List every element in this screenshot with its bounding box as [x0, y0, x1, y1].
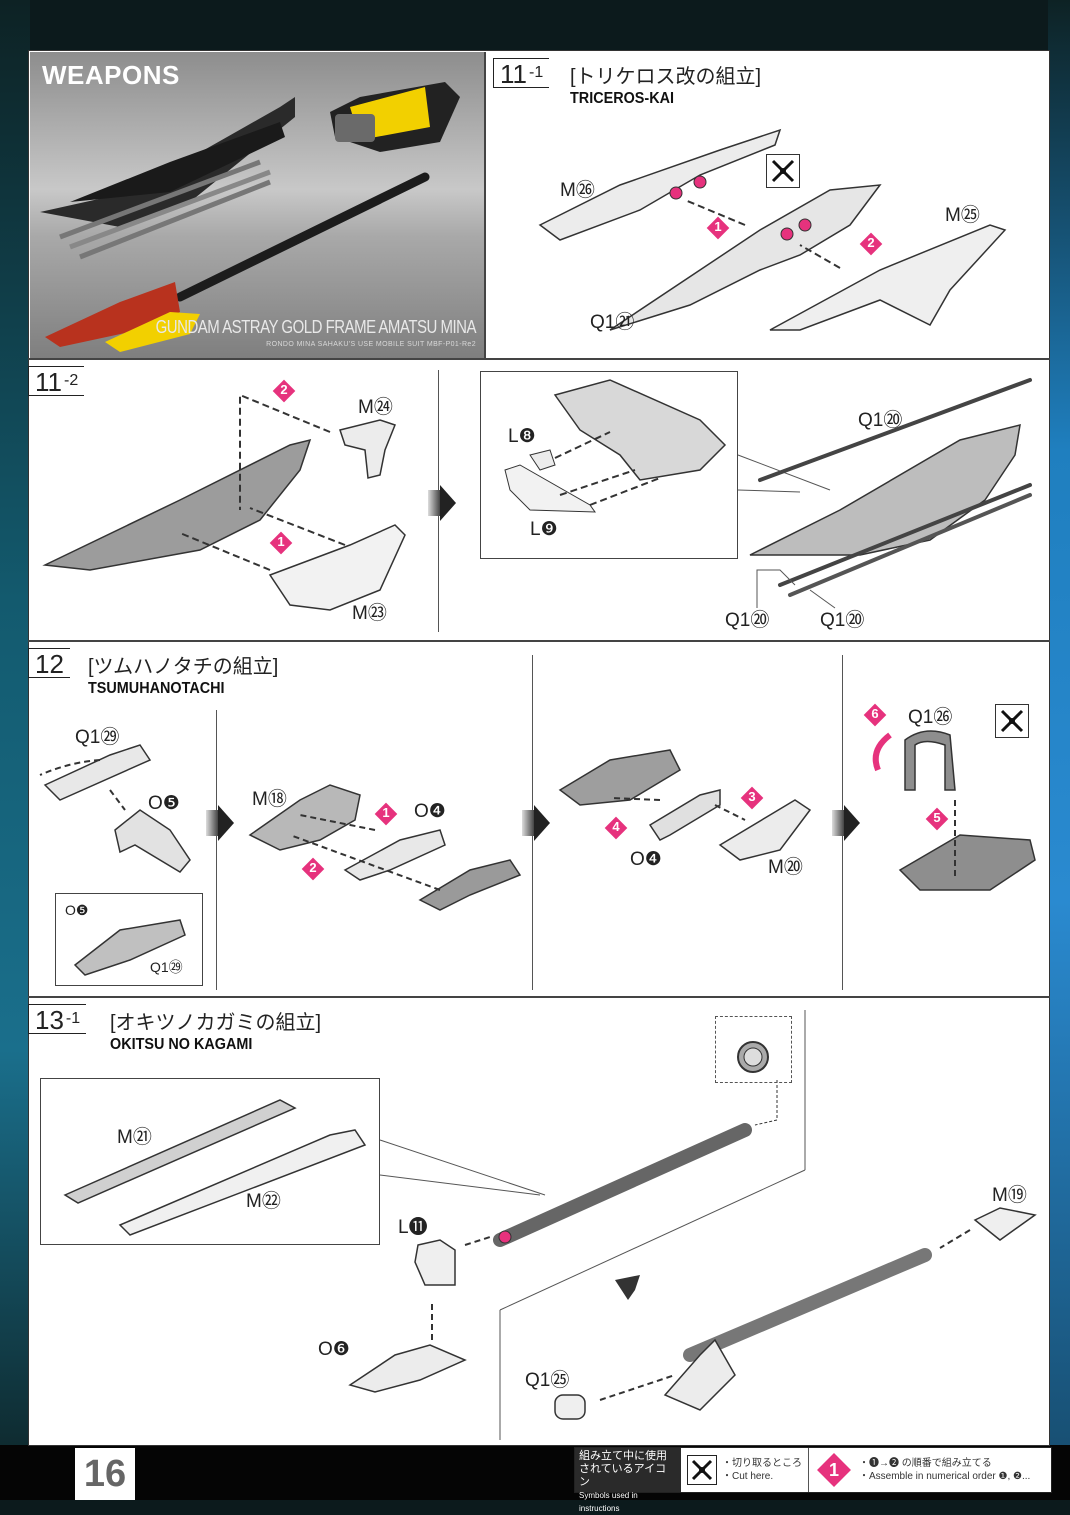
step-13-1-tag: 13-1 [28, 1004, 87, 1035]
okitsu-render [175, 172, 430, 302]
step-sub-number: -1 [65, 1010, 81, 1027]
weapons-render [40, 82, 460, 352]
part-label: O❻ [318, 1339, 350, 1360]
part-label: O❹ [414, 801, 446, 822]
part-label: Q1㉑ [590, 312, 635, 333]
arrow-right-icon [522, 810, 534, 836]
step-number: 11 [35, 367, 62, 397]
divider-12-a [216, 710, 217, 990]
part-label: O❺ [65, 902, 89, 918]
legend-cut: ・切り取るところ ・Cut here. [681, 1448, 809, 1492]
order-diamond-2: 2 [272, 379, 296, 403]
detail-inset-12 [55, 893, 203, 986]
part-label: M㉓ [352, 603, 387, 624]
step-sub-number: -2 [64, 372, 79, 389]
part-label: L❾ [530, 519, 558, 540]
nipper-icon [687, 1455, 717, 1485]
detail-inset-13-1 [40, 1078, 380, 1245]
detail-callout-13-1 [715, 1016, 792, 1083]
part-label: Q1㉙ [150, 959, 183, 975]
part-label: Q1⑳ [858, 410, 903, 431]
detail-inset-11-2 [480, 371, 738, 559]
part-label: M㉑ [117, 1127, 152, 1148]
legend-cut-jp: ・切り取るところ [722, 1458, 802, 1469]
legend-heading-en: Symbols used in instructions [579, 1491, 638, 1513]
part-label: O❹ [630, 849, 662, 870]
order-diamond-2: 2 [301, 857, 325, 881]
step-12-tag: 12 [28, 648, 70, 679]
step-11-1-title-en: TRICEROS-KAI [570, 90, 675, 107]
order-diamond-3: 3 [740, 786, 764, 810]
legend-cut-en: ・Cut here. [722, 1471, 774, 1482]
arrow-right-icon [218, 805, 234, 841]
step-12-title-en: TSUMUHANOTACHI [88, 680, 225, 697]
part-label: M㉕ [945, 205, 980, 226]
page-frame-left [0, 0, 30, 1500]
part-label: M⑱ [252, 789, 287, 810]
legend-order: 1 ・❶→❷ の順番で組み立てる ・Assemble in numerical … [809, 1448, 1051, 1492]
weapons-title: WEAPONS [42, 60, 180, 90]
step-11-1-tag: 11-1 [493, 58, 550, 89]
divider-11 [28, 358, 1050, 360]
part-label: Q1⑳ [820, 610, 865, 631]
step-number: 13 [35, 1005, 64, 1035]
arrow-right-icon [206, 810, 218, 836]
nipper-icon [995, 704, 1029, 738]
divider-13 [28, 996, 1050, 998]
part-label: Q1㉙ [75, 727, 120, 748]
part-label: M㉔ [358, 397, 393, 418]
arrow-right-icon [440, 485, 456, 521]
weapons-photo: WEAPONS GUNDAM ASTRAY GOLD FRAME AMATSU … [30, 52, 486, 358]
step-12-title-jp: [ツムハノタチの組立] [88, 656, 279, 678]
step-11-2-tag: 11-2 [28, 366, 85, 397]
step-sub-number: -1 [529, 64, 544, 81]
order-diamond-1: 1 [706, 216, 730, 240]
part-label: Q1㉖ [908, 707, 953, 728]
order-diamond-2: 2 [859, 232, 883, 256]
page-number: 16 [75, 1448, 135, 1500]
step-number: 11 [500, 59, 527, 89]
part-label: Q1㉕ [525, 1370, 570, 1391]
step-number: 12 [35, 649, 64, 679]
order-diamond-4: 4 [604, 816, 628, 840]
part-label: O❺ [148, 793, 180, 814]
legend-heading-jp: 組み立て中に使用 [579, 1450, 667, 1462]
triceros-render [40, 97, 295, 227]
arrow-right-icon [844, 805, 860, 841]
nipper-icon [766, 154, 800, 188]
order-diamond-1: 1 [374, 802, 398, 826]
part-label: M㉖ [560, 180, 595, 201]
order-diamond-1: 1 [269, 531, 293, 555]
weapons-subcaption: RONDO MINA SAHAKU'S USE MOBILE SUIT MBF-… [266, 341, 476, 348]
symbol-legend: 組み立て中に使用 されているアイコン Symbols used in instr… [574, 1447, 1052, 1513]
legend-heading: 組み立て中に使用 されているアイコン Symbols used in instr… [575, 1448, 681, 1513]
arrow-right-icon [534, 805, 550, 841]
part-label: M㉒ [246, 1191, 281, 1212]
part-label: M⑳ [768, 857, 803, 878]
weapons-caption: GUNDAM ASTRAY GOLD FRAME AMATSU MINA [155, 317, 477, 338]
part-label: M⑲ [992, 1185, 1027, 1206]
page-frame-right [1048, 0, 1070, 1500]
part-label: L⓫ [398, 1217, 428, 1238]
legend-order-en: ・Assemble in numerical order ❶, ❷... [859, 1471, 1031, 1482]
order-diamond-5: 5 [925, 807, 949, 831]
part-label: Q1⑳ [725, 610, 770, 631]
part-label: L❽ [508, 426, 536, 447]
step-13-1-title-jp: [オキツノカガミの組立] [110, 1012, 322, 1034]
arrow-right-icon [832, 810, 844, 836]
step-11-1-title-jp: [トリケロス改の組立] [570, 66, 762, 88]
legend-heading-jp: されているアイコン [579, 1463, 667, 1488]
legend-order-jp: ・❶→❷ の順番で組み立てる [859, 1458, 992, 1469]
pink-diamond-icon: 1 [817, 1453, 851, 1487]
step-13-1-title-en: OKITSU NO KAGAMI [110, 1036, 253, 1053]
divider-12 [28, 640, 1050, 642]
arrow-right-icon [428, 490, 440, 516]
order-diamond-6: 6 [863, 703, 887, 727]
